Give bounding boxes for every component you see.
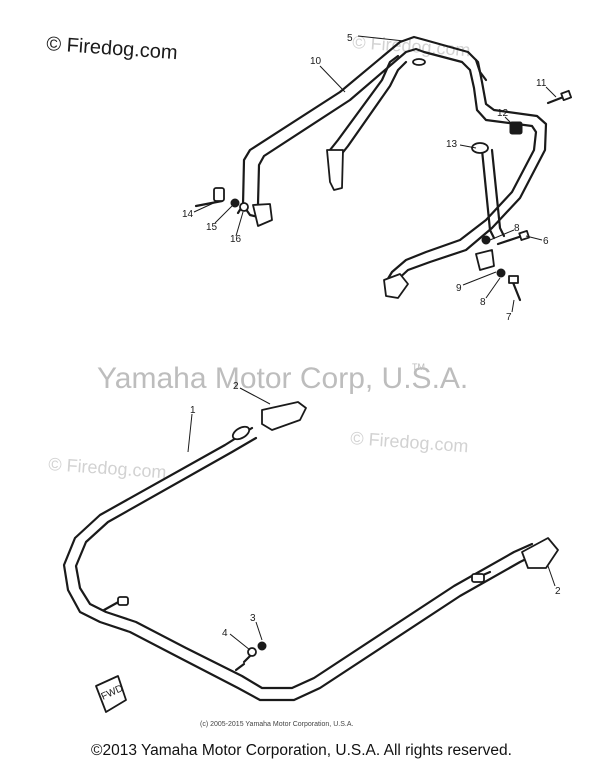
callout-1: 1 [190, 405, 196, 416]
callout-2: 2 [555, 586, 561, 597]
callout-13: 13 [446, 139, 458, 150]
callout-4: 4 [222, 628, 228, 639]
callout-15: 15 [206, 222, 218, 233]
trademark-mark: TM [412, 362, 425, 372]
callout-8: 8 [514, 223, 520, 234]
callout-2: 2 [233, 381, 239, 392]
yamaha-brand-watermark: Yamaha Motor Corp, U.S.A. [97, 362, 468, 395]
firedog-watermark: © Firedog.com [352, 32, 471, 60]
bushing-part [509, 121, 523, 135]
callout-leaders [187, 35, 557, 651]
mount-bracket-rear [383, 273, 409, 299]
washer-part [257, 641, 267, 651]
firedog-watermark: © Firedog.com [350, 428, 469, 456]
grab-bar-assembly [236, 35, 548, 299]
firedog-watermark: © Firedog.com [48, 454, 167, 482]
callout-16: 16 [230, 234, 242, 245]
callout-6: 6 [543, 236, 549, 247]
callout-7: 7 [506, 312, 512, 323]
callout-5: 5 [347, 33, 353, 44]
mount-bracket-center [326, 149, 344, 191]
callout-14: 14 [182, 209, 194, 220]
forward-marker: FWD [95, 675, 127, 713]
callout-10: 10 [310, 56, 322, 67]
callout-9: 9 [456, 283, 462, 294]
callout-3: 3 [250, 613, 256, 624]
mount-bracket-left [252, 203, 273, 227]
small-copyright: (c) 2005-2015 Yamaha Motor Corporation, … [200, 721, 353, 728]
callout-11: 11 [536, 78, 547, 89]
firedog-watermark-top: © Firedog.com [46, 33, 179, 64]
washer-part [239, 202, 249, 212]
mount-bracket-right [475, 249, 495, 271]
upper-hardware [194, 89, 573, 302]
end-cap-lower [521, 537, 559, 569]
callout-8: 8 [480, 297, 486, 308]
end-cap-upper [261, 401, 307, 431]
guard-bar-assembly [62, 401, 559, 702]
callout-12: 12 [497, 108, 509, 119]
washer-part [481, 235, 491, 245]
callout-numbers: 5 10 11 12 13 6 8 9 8 7 14 15 16 1 2 2 3… [182, 33, 561, 639]
washer-part [496, 268, 506, 278]
washer-part [230, 198, 240, 208]
copyright-footer: ©2013 Yamaha Motor Corporation, U.S.A. A… [91, 742, 512, 759]
